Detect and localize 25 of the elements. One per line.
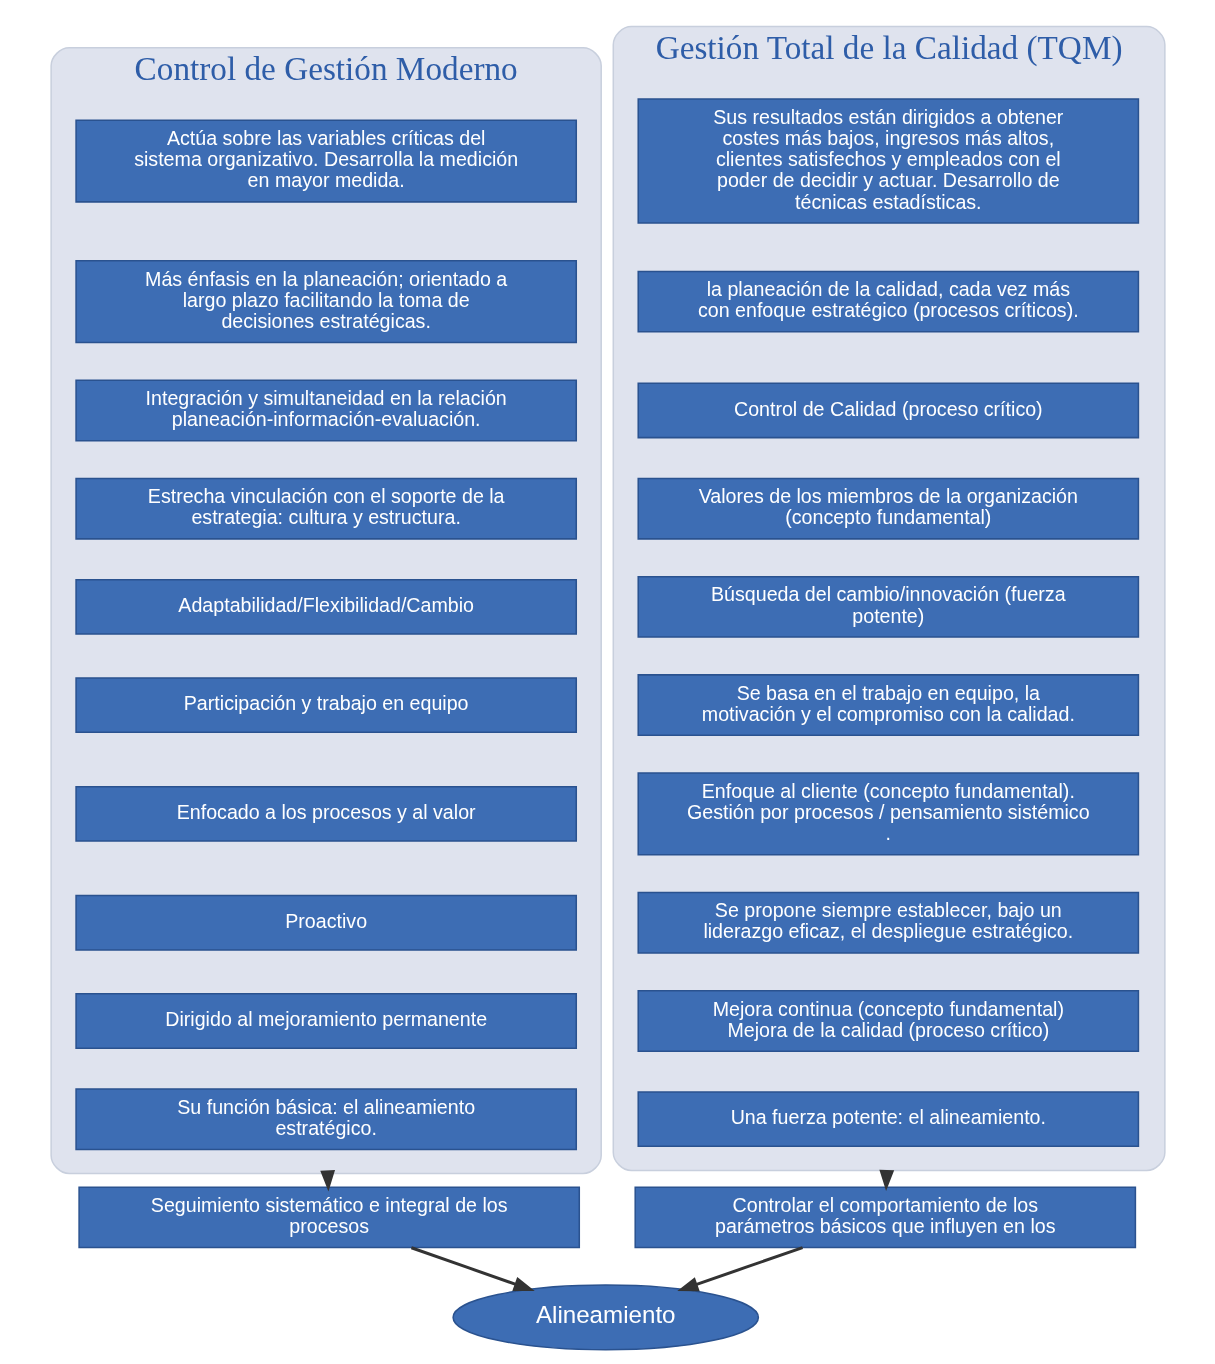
node-box: Seguimiento sistemático e integral de los procesos — [77, 1186, 580, 1249]
node-box: Participación y trabajo en equipo — [74, 677, 577, 734]
node-box: Su función básica: el alineamiento estratégico. — [74, 1088, 577, 1151]
node-box: Enfoque al cliente (concepto fundamental). Gestión por procesos / pensamiento sistémico . — [636, 772, 1139, 856]
node-box: Se basa en el trabajo en equipo, la motivación y el compromiso con la calidad. — [636, 674, 1139, 737]
node-box: Búsqueda del cambio/innovación (fuerza potente) — [636, 575, 1139, 638]
node-box: Se propone siempre establecer, bajo un liderazgo eficaz, el despliegue estratégico. — [636, 891, 1139, 954]
node-ellipse: Alineamiento — [451, 1284, 759, 1351]
node-box: Valores de los miembros de la organización (concepto fundamental) — [636, 477, 1139, 540]
node-box: Más énfasis en la planeación; orientado a largo plazo facilitando la toma de decisiones estratégicas. — [74, 260, 577, 344]
node-box: Dirigido al mejoramiento permanente — [74, 992, 577, 1049]
node-box: Mejora continua (concepto fundamental) Mejora de la calidad (proceso crítico) — [636, 989, 1139, 1052]
node-box: Controlar el comportamiento de los parámetros básicos que influyen en los — [633, 1186, 1136, 1249]
arrow — [410, 1246, 535, 1292]
node-box: Proactivo — [74, 894, 577, 951]
node-box: Adaptabilidad/Flexibilidad/Cambio — [74, 578, 577, 635]
node-box: Actúa sobre las variables críticas del sistema organizativo. Desarrolla la medición en mayor medida. — [74, 119, 577, 203]
node-box: la planeación de la calidad, cada vez más con enfoque estratégico (procesos críticos). — [636, 270, 1139, 333]
arrow — [676, 1246, 803, 1292]
node-box: Sus resultados están dirigidos a obtener costes más bajos, ingresos más altos, clientes satisfechos y empleados con el poder de decidir y actuar. Desarrollo de técnicas estadísticas. — [636, 98, 1139, 224]
node-box: Estrecha vinculación con el soporte de la estrategia: cultura y estructura. — [74, 477, 577, 540]
node-box: Control de Calidad (proceso crítico) — [636, 382, 1139, 439]
node-box: Integración y simultaneidad en la relación planeación-información-evaluación. — [74, 379, 577, 442]
node-box: Enfocado a los procesos y al valor — [74, 785, 577, 842]
node-box: Una fuerza potente: el alineamiento. — [636, 1091, 1139, 1148]
